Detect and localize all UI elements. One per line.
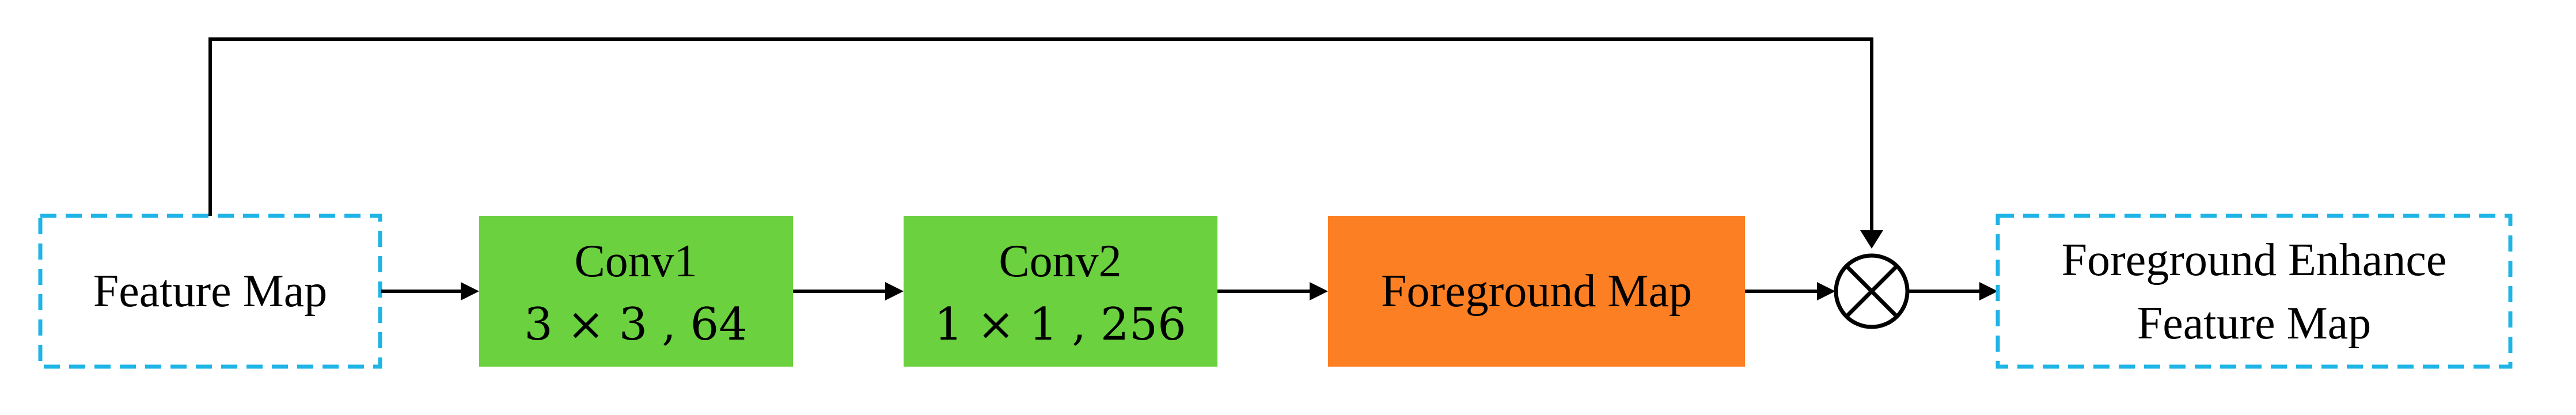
foreground-map-box — [1328, 216, 1745, 367]
conv2-title: Conv2 — [999, 236, 1121, 287]
multiply-circle-icon — [1834, 253, 1910, 329]
foreground-map-label: Foreground Map — [1381, 266, 1692, 317]
conv2-box — [904, 216, 1217, 367]
arrowhead-conv2-to-foreground — [1310, 282, 1328, 300]
conv2-params: 1 × 1 , 256 — [934, 299, 1186, 351]
feature-map-node: Feature Map — [38, 214, 382, 369]
foreground-map-node: Foreground Map — [1328, 216, 1745, 367]
feature-map-label: Feature Map — [93, 266, 328, 317]
arrowhead-conv1-to-conv2 — [885, 282, 904, 300]
conv2-node: Conv2 1 × 1 , 256 — [904, 216, 1217, 367]
conv1-title: Conv1 — [574, 236, 697, 287]
output-label-line2: Feature Map — [2137, 298, 2372, 349]
output-label-line1: Foreground Enhance — [2062, 235, 2447, 285]
output-box — [1995, 214, 2513, 369]
skip-connection-line — [208, 37, 1873, 239]
skip-connection-arrowhead — [1860, 230, 1883, 249]
arrowhead-feature-to-conv1 — [461, 282, 479, 300]
conv1-params: 3 × 3 , 64 — [524, 299, 748, 351]
conv1-box — [479, 216, 793, 367]
arrowhead-foreground-to-multiply — [1817, 282, 1835, 300]
feature-map-box — [38, 214, 382, 369]
conv1-node: Conv1 3 × 3 , 64 — [479, 216, 793, 367]
output-node: Foreground Enhance Feature Map — [1995, 214, 2513, 369]
arrowhead-multiply-to-output — [1979, 282, 1998, 300]
